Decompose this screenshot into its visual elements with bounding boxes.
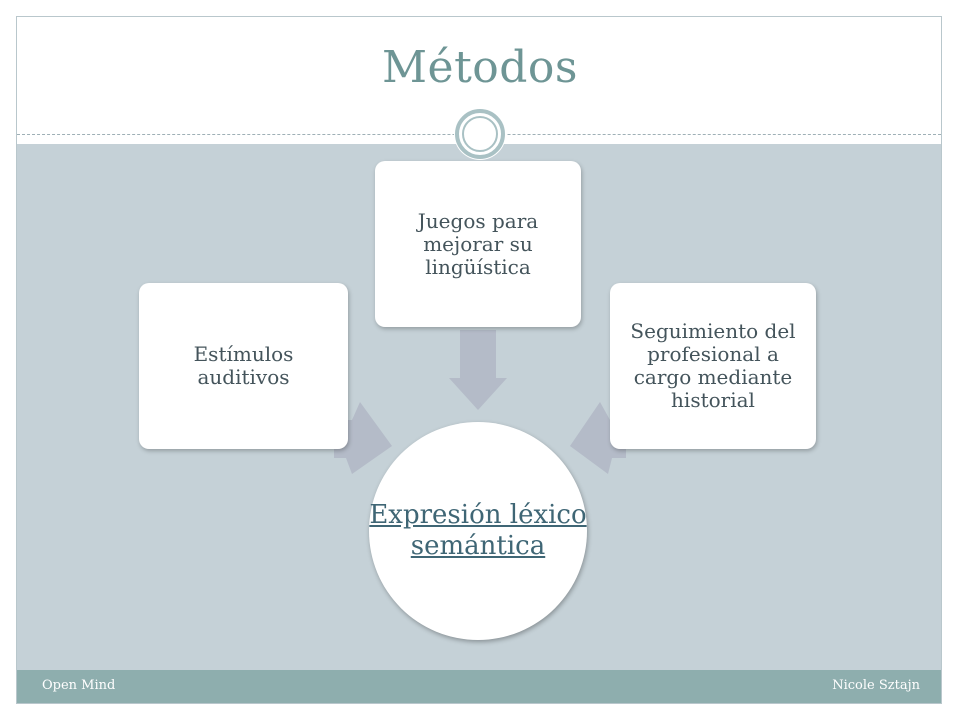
arrow-top-to-center [449, 330, 507, 410]
header-circle-icon [454, 108, 506, 160]
footer-bar [17, 670, 941, 703]
center-node-label[interactable]: Expresión léxico semántica [369, 500, 587, 561]
arrow-left-to-center [334, 402, 392, 474]
node-left: Estímulos auditivos [139, 283, 348, 449]
footer-right-text: Nicole Sztajn [832, 678, 920, 693]
node-right: Seguimiento del profesional a cargo medi… [610, 283, 816, 449]
slide-frame [16, 16, 942, 704]
node-top-label: Juegos para mejorar su lingüística [417, 208, 539, 279]
center-node[interactable]: Expresión léxico semántica [369, 422, 587, 640]
node-right-label: Seguimiento del profesional a cargo medi… [630, 319, 796, 412]
footer-left-text: Open Mind [42, 678, 116, 693]
node-left-label: Estímulos auditivos [193, 342, 294, 389]
slide-title: Métodos [382, 42, 578, 93]
node-top: Juegos para mejorar su lingüística [375, 161, 581, 327]
